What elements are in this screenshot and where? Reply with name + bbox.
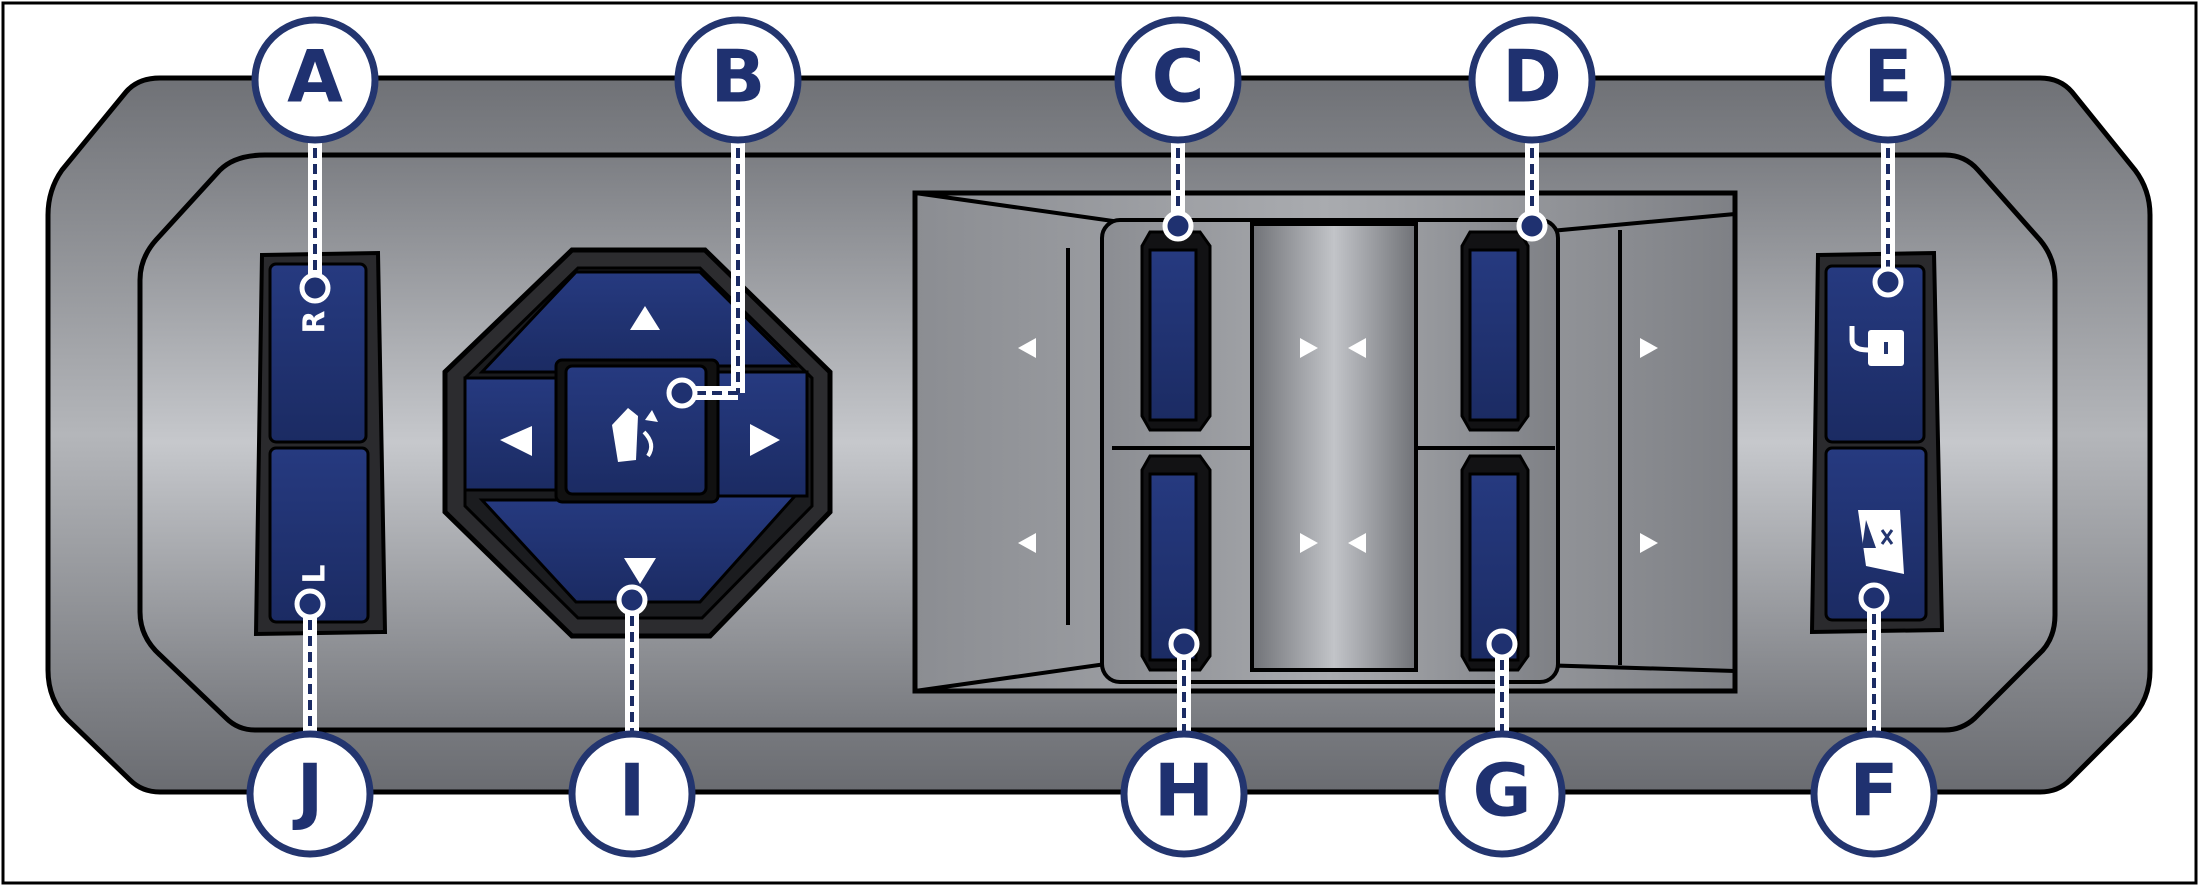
lock-switch-group [1809,250,1945,635]
callout-label: J [292,749,324,833]
arrow-left-icon [1348,338,1366,358]
callout-label: F [1849,749,1898,833]
window-switch-rear-left[interactable] [1140,454,1212,672]
window-switch-block [912,190,1738,694]
mirror-select-switch[interactable]: R L [253,250,388,637]
arrow-left-icon [1348,533,1366,553]
window-switch-rear-right[interactable] [1460,454,1530,672]
callout-H: H [1120,730,1248,858]
arrow-left-icon [500,426,532,456]
callout-J: J [246,730,374,858]
callout-label: G [1472,749,1531,833]
arrow-right-icon [1640,338,1658,358]
callout-label: C [1152,35,1205,119]
callout-label: I [619,749,646,833]
callout-I: I [568,730,696,858]
callout-B: B [674,16,802,144]
mirror-left-button[interactable] [463,376,567,492]
window-switch-front-right[interactable] [1460,230,1530,432]
callout-label: D [1502,35,1562,119]
callout-D: D [1468,16,1596,144]
callout-G: G [1438,730,1566,858]
callout-A: A [251,16,379,144]
callout-label: E [1863,35,1912,119]
mirror-select-left-button[interactable] [268,446,370,624]
arrow-right-icon [750,424,780,456]
mirror-fold-icon [612,408,658,462]
mirror-select-left-label: L [298,564,333,583]
window-switch-front-left[interactable] [1140,230,1212,432]
callout-label: A [287,35,343,119]
callout-anchor-dots [294,210,1904,660]
callout-label: B [711,35,766,119]
callout-C: C [1114,16,1242,144]
mirror-select-right-label: R [298,310,333,333]
callout-label: H [1154,749,1214,833]
arrow-left-icon [1018,338,1036,358]
arrow-right-icon [1300,338,1318,358]
arrow-down-icon [624,558,656,584]
padlock-icon [1849,326,1904,366]
arrow-up-icon [630,306,660,330]
callout-E: E [1824,16,1952,144]
window-lockout-icon [1858,510,1904,574]
arrow-right-icon [1640,533,1658,553]
arrow-left-icon [1018,533,1036,553]
window-center-column [1250,222,1418,672]
callout-F: F [1810,730,1938,858]
arrow-right-icon [1300,533,1318,553]
